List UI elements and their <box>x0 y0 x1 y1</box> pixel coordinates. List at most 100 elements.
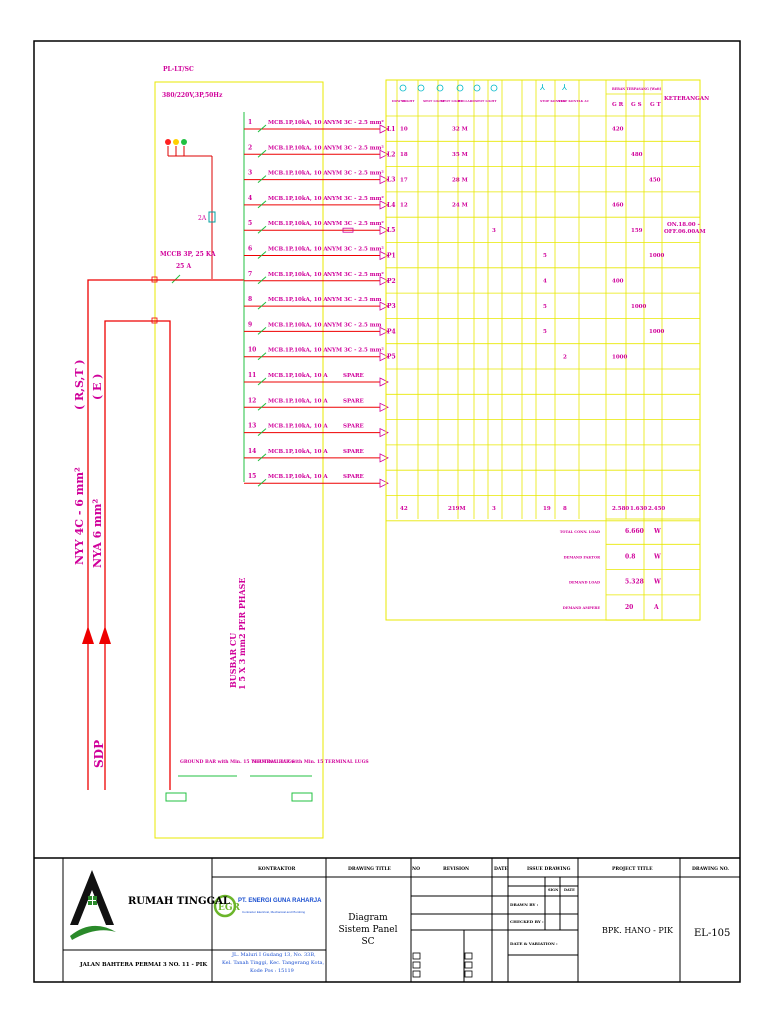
mcb-icon <box>257 402 267 411</box>
mcb-icon <box>257 200 267 209</box>
luminaire-symbol-icon <box>490 84 498 92</box>
arrow-up-icon <box>82 626 94 644</box>
circuit-number: 8 <box>248 296 252 303</box>
luminaire-symbol-icon <box>417 84 425 92</box>
column-header: BOLLARD <box>458 99 475 103</box>
table-cell: 1000 <box>631 304 646 310</box>
site-address: JALAN BAHTERA PERMAI 3 NO. 11 - PIK <box>80 962 208 968</box>
circuit-number: 12 <box>248 397 256 404</box>
busbar-size: 1 5 X 3 mm2 PER PHASE <box>237 577 247 690</box>
project-title: BPK. HANO - PIK <box>602 926 673 935</box>
drawing-number: EL-105 <box>694 928 731 939</box>
summary-label: DEMAND AMPERE <box>563 606 601 610</box>
summary-unit: W <box>653 579 661 586</box>
circuit-cable: NYM 3C - 2.5 mm² <box>327 195 384 202</box>
table-cell: 420 <box>612 127 624 133</box>
column-header: SPOT LIGHT <box>441 99 463 103</box>
approval-checkboxes <box>412 952 473 978</box>
column-header: SPOT LIGHT <box>423 99 445 103</box>
arrow-right-icon <box>379 478 389 488</box>
mcb-icon <box>257 327 267 335</box>
total-cell: 2.580 <box>612 506 629 512</box>
mcb-icon <box>257 301 267 310</box>
circuit-number: 6 <box>248 246 252 253</box>
column-header: SPOT LIGHT <box>475 99 497 103</box>
company-address-1: JL. Maluri I Gudang 13, No. 33B, <box>232 952 316 958</box>
mcb-icon <box>257 149 267 158</box>
fuse-rating: 2A <box>198 215 207 222</box>
arrow-right-icon <box>379 453 389 463</box>
feeder-phase-line <box>87 279 244 790</box>
total-cell: 1.630 <box>630 506 647 512</box>
circuit-tag: P4 <box>387 328 396 335</box>
arrow-right-icon <box>379 250 389 261</box>
circuit-cable: SPARE <box>343 474 364 480</box>
mcb-icon <box>257 124 267 133</box>
circuit-tag: P1 <box>387 253 396 260</box>
circuit-cable: NYM 3C - 2.5 mm² <box>327 271 384 278</box>
drawn-by: DRAWN BY : <box>510 902 539 907</box>
circuit-number: 7 <box>248 271 252 278</box>
arrow-right-icon <box>379 427 389 438</box>
drawing-title: Diagram Sistem Panel SC <box>338 913 398 947</box>
owner-name: RUMAH TINGGAL <box>128 896 230 907</box>
circuit-tag: P5 <box>387 354 396 361</box>
circuit-breaker: MCB.1P,10kA, 10 A <box>268 449 328 455</box>
checked-by: CHECKED BY : <box>510 919 544 924</box>
circuit-number: 13 <box>248 423 256 430</box>
company-logo-icon: EGR <box>213 894 241 918</box>
mcb-icon <box>257 478 267 487</box>
main-mccb-label: MCCB 3P, 25 KA <box>160 251 216 258</box>
luminaire-symbol-icon <box>399 84 407 92</box>
circuit-breaker: MCB.1P,10kA, 10 A <box>268 196 328 202</box>
date-col-header: DATE <box>564 888 575 892</box>
table-cell: 1000 <box>649 329 664 335</box>
table-cell: 24 M <box>452 203 468 209</box>
arrow-right-icon <box>379 276 389 286</box>
table-cell: 5 <box>543 304 547 310</box>
table-cell: 2 <box>563 354 567 360</box>
circuit-number: 3 <box>248 170 252 177</box>
load-header: BEBAN TERPASANG (Watt) <box>612 87 662 91</box>
busbar-label: BUSBAR CU <box>228 633 238 688</box>
feeder-cable2: NYA 6 mm² <box>91 499 104 568</box>
circuit-cable: NYM 3C - 2.5 mm² <box>327 347 384 354</box>
arrow-right-icon <box>379 301 389 311</box>
summary-unit: W <box>653 553 661 560</box>
contractor-header: KONTRAKTOR <box>258 867 296 872</box>
mcb-icon <box>257 175 267 183</box>
total-cell: 42 <box>400 506 408 512</box>
circuit-breaker: MCB.1P,10kA, 10 A <box>268 424 328 430</box>
circuit-breaker: MCB.1P,10kA, 10 A <box>268 322 328 328</box>
circuit-breaker: MCB.1P,10kA, 10 A <box>268 348 328 354</box>
luminaire-symbol-icon <box>473 84 481 92</box>
issue-header: ISSUE DRAWING <box>527 867 571 872</box>
circuit-breaker: MCB.1P,10kA, 10 A <box>268 221 328 227</box>
table-cell: 460 <box>612 203 624 209</box>
table-cell: 32 M <box>452 127 468 133</box>
summary-label: DEMAND FAKTOR <box>564 555 600 559</box>
mcb-icon <box>257 251 267 259</box>
company-address-3: Kode Pos : 15119 <box>250 968 294 974</box>
table-cell: 28 M <box>452 177 468 183</box>
table-cell: 450 <box>649 177 661 183</box>
circuit-cable: NYM 3C - 2.5 mm <box>327 297 382 303</box>
socket-symbol-icon: ⅄ <box>539 83 545 92</box>
feeder-cable2-phase: ( E ) <box>91 374 104 400</box>
table-cell: 1000 <box>649 253 664 259</box>
company-address-2: Kel. Tanah Tinggi, Kec. Tangerang Kota, <box>222 960 325 966</box>
table-cell: 18 <box>400 152 408 158</box>
svg-text:EGR: EGR <box>218 903 241 913</box>
arrow-right-icon <box>379 200 389 210</box>
phase-r-header: G R <box>612 102 624 108</box>
feeder-cable1-phase: ( R,S,T ) <box>73 359 86 410</box>
